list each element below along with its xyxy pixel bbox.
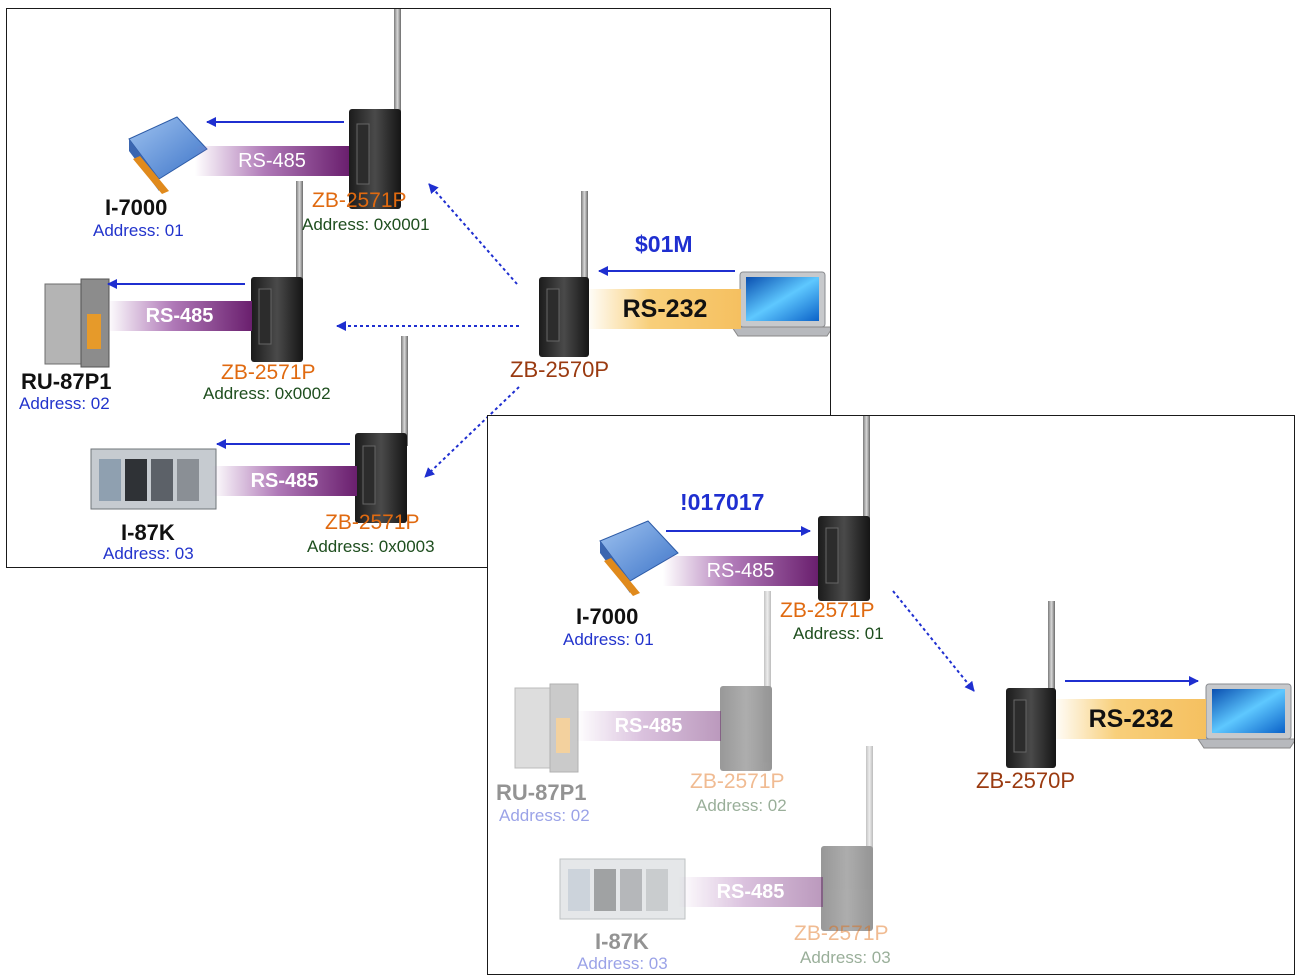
wireless-arrow-to-router1 <box>428 183 518 285</box>
device-b1-name: I-7000 <box>576 604 639 629</box>
coordinator-label: ZB-2570P <box>510 357 610 382</box>
router-b3-address: Address: 03 <box>800 948 891 967</box>
router-b2-address: Address: 02 <box>696 796 787 815</box>
router2-address: Address: 0x0002 <box>203 384 331 403</box>
coordinator-label-b: ZB-2570P <box>976 768 1076 793</box>
rs485-bar-1: RS-485 <box>195 146 349 176</box>
router-b1-address: Address: 01 <box>793 624 884 643</box>
router2-name: ZB-2571P <box>221 361 316 384</box>
ru87p1-device-icon <box>44 278 110 368</box>
router-b3-name: ZB-2571P <box>794 922 889 945</box>
rs485-bar-b2: RS-485 <box>576 711 721 741</box>
rs485-bar-b3: RS-485 <box>678 877 823 907</box>
i87k-rack-icon <box>90 448 217 510</box>
router3-name: ZB-2571P <box>325 511 420 534</box>
router-03-icon <box>821 746 873 931</box>
wireless-arrow-to-coordinator <box>892 590 975 692</box>
rs485-bar-3: RS-485 <box>212 466 357 496</box>
device-b1-address: Address: 01 <box>563 630 654 649</box>
router-b1-name: ZB-2571P <box>780 599 875 622</box>
request-diagram-panel: RS-485 RS-485 RS-485 RS-232 $01M ZB-2570… <box>6 8 831 568</box>
router1-name: ZB-2571P <box>312 189 407 212</box>
request-diagram-graphics <box>44 9 830 523</box>
router-01-icon <box>818 416 870 601</box>
coordinator-zb2570p-icon-b <box>1006 601 1056 768</box>
coordinator-zb2570p-icon <box>539 191 589 357</box>
response-command-label: !017017 <box>680 489 765 515</box>
rs232-bar: RS-232 <box>589 289 741 329</box>
device1-address: Address: 01 <box>93 221 184 240</box>
command-label: $01M <box>635 231 693 257</box>
device1-name: I-7000 <box>105 195 168 220</box>
device3-address: Address: 03 <box>103 544 194 563</box>
i87k-rack-icon-b <box>559 858 686 920</box>
wireless-arrow-to-router3 <box>424 386 520 478</box>
rs485-bar-2: RS-485 <box>107 301 252 331</box>
device-b3-name: I-87K <box>595 929 649 954</box>
device2-name: RU-87P1 <box>21 369 112 394</box>
device-b3-address: Address: 03 <box>577 954 668 973</box>
router-02-icon <box>720 591 772 771</box>
response-diagram-panel: RS-485 RS-485 RS-485 RS-232 !017017 ZB-2… <box>487 415 1295 975</box>
i7000-module-icon <box>128 116 208 194</box>
response-diagram-graphics <box>514 416 1294 931</box>
laptop-icon-b <box>1197 683 1294 749</box>
i7000-module-icon-b <box>599 520 679 596</box>
ru87p1-device-icon-b <box>514 683 579 773</box>
device2-address: Address: 02 <box>19 394 110 413</box>
router-0x0001-icon <box>349 9 401 209</box>
rs232-bar-b: RS-232 <box>1056 699 1206 739</box>
laptop-icon <box>731 271 830 337</box>
router1-address: Address: 0x0001 <box>302 215 430 234</box>
device-b2-address: Address: 02 <box>499 806 590 825</box>
device-b2-name: RU-87P1 <box>496 780 587 805</box>
router-0x0003-icon <box>355 336 408 523</box>
device3-name: I-87K <box>121 520 175 545</box>
router-0x0002-icon <box>251 181 303 362</box>
rs485-bar-b1: RS-485 <box>663 556 818 586</box>
router3-address: Address: 0x0003 <box>307 537 435 556</box>
router-b2-name: ZB-2571P <box>690 770 785 793</box>
